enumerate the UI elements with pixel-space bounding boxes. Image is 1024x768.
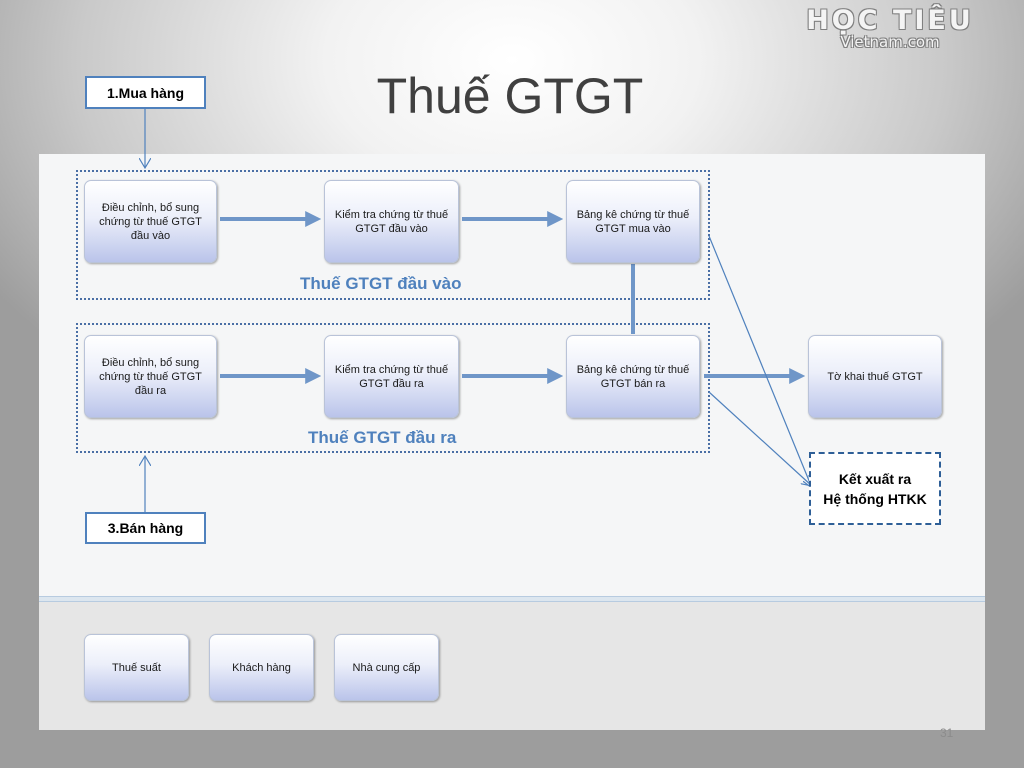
panel-bottom [39,602,985,730]
export-line2: Hệ thống HTKK [823,490,927,507]
logo-line2: Vietnam.com [840,33,940,51]
page-title: Thuế GTGT [376,68,644,124]
node-adjust-output[interactable]: Điều chỉnh, bổ sung chứng từ thuế GTGT đ… [84,335,217,418]
button-customers[interactable]: Khách hàng [209,634,314,701]
panel-divider [39,596,985,602]
logo-line1: HỌC TIÊU [806,5,974,36]
sale-label: 3.Bán hàng [85,512,206,544]
export-htkk-box: Kết xuất ra Hệ thống HTKK [809,452,941,525]
node-check-output[interactable]: Kiểm tra chứng từ thuế GTGT đầu ra [324,335,459,418]
button-suppliers[interactable]: Nhà cung cấp [334,634,439,701]
node-sales-list[interactable]: Bảng kê chứng từ thuế GTGT bán ra [566,335,700,418]
page-number: 31 [940,726,954,740]
export-line1: Kết xuất ra [838,470,912,487]
node-adjust-input[interactable]: Điều chỉnh, bổ sung chứng từ thuế GTGT đ… [84,180,217,263]
node-vat-return[interactable]: Tờ khai thuế GTGT [808,335,942,418]
group-label-input: Thuế GTGT đầu vào [300,274,462,293]
group-label-output: Thuế GTGT đầu ra [308,428,457,447]
group-input-vat [76,170,710,300]
logo: HỌC TIÊU Vietnam.com [800,6,980,54]
node-purchase-list[interactable]: Bảng kê chứng từ thuế GTGT mua vào [566,180,700,263]
node-check-input[interactable]: Kiểm tra chứng từ thuế GTGT đầu vào [324,180,459,263]
button-tax-rate[interactable]: Thuế suất [84,634,189,701]
purchase-label: 1.Mua hàng [85,76,206,109]
